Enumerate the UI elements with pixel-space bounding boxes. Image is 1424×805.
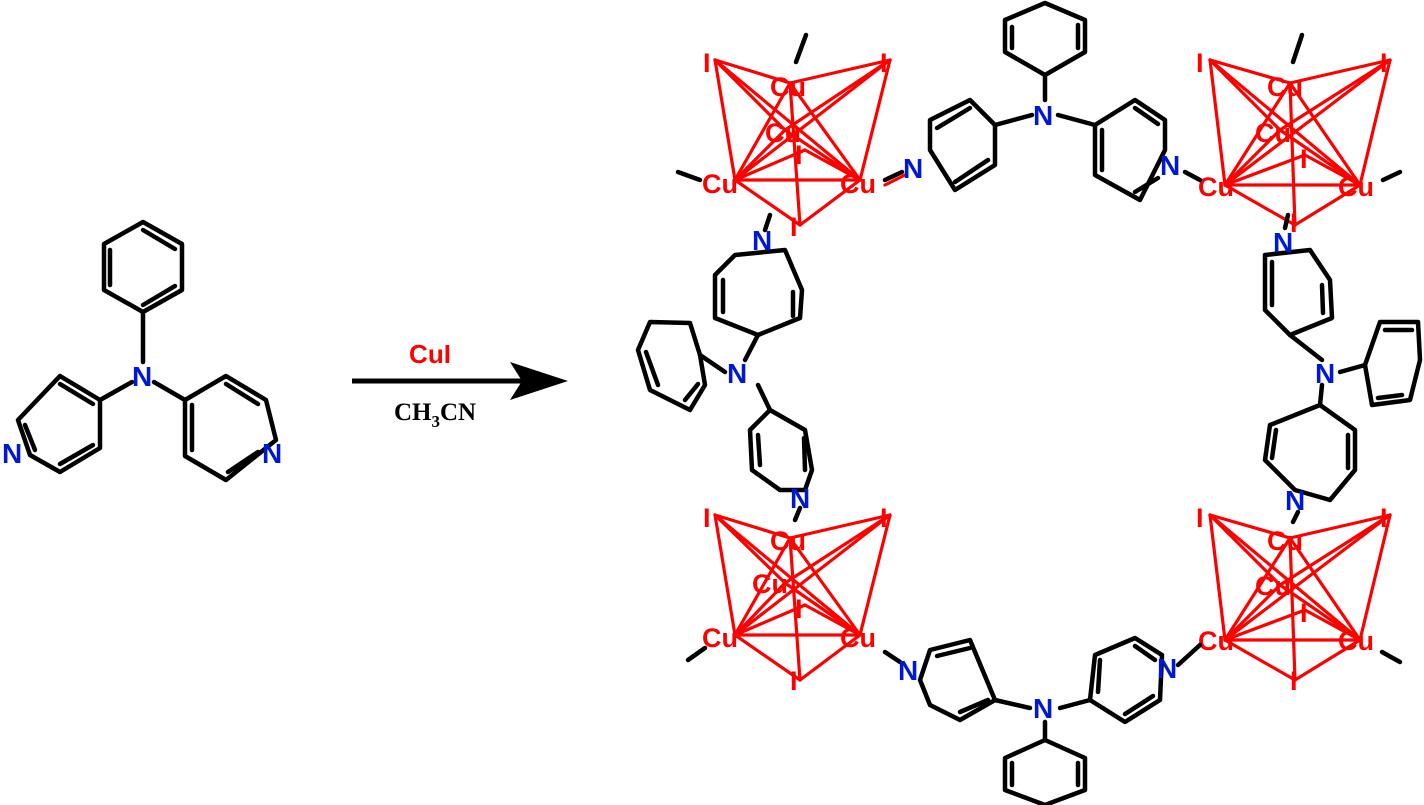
copper-atom-label: Cu xyxy=(752,569,788,599)
pyridine-nitrogen-right: N xyxy=(262,438,282,469)
copper-atom-label: Cu xyxy=(702,169,738,199)
nitrogen-atom-label: N xyxy=(898,655,918,686)
nitrogen-atom-label: N xyxy=(1315,358,1335,389)
nitrogen-atom-label: N xyxy=(727,358,747,389)
iodine-atom-label: I xyxy=(790,666,798,696)
copper-atom-label: Cu xyxy=(770,526,806,556)
reaction-arrow: CuI CH3CN xyxy=(352,339,568,431)
nitrogen-atom-label: N xyxy=(903,153,923,184)
cu4i4-cluster-bottom-left: I I I I Cu Cu Cu Cu xyxy=(685,503,892,696)
iodine-atom-label: I xyxy=(880,48,888,78)
bridging-ligand-right: N N N xyxy=(1262,212,1423,525)
iodine-atom-label: I xyxy=(1380,503,1388,533)
bridging-ligand-top: N N N xyxy=(883,0,1203,203)
iodine-atom-label: I xyxy=(795,594,803,624)
copper-atom-label: Cu xyxy=(1198,626,1234,656)
iodine-atom-label: I xyxy=(790,212,798,242)
product-macrocycle: I I I I Cu Cu Cu Cu I xyxy=(635,0,1423,805)
nitrogen-atom-label: N xyxy=(1273,227,1293,258)
bridging-ligand-left: N N N xyxy=(635,212,815,523)
pyridine-nitrogen-left: N xyxy=(2,438,22,469)
amine-nitrogen: N xyxy=(132,361,152,392)
iodine-atom-label: I xyxy=(1290,208,1298,238)
reactant-ligand: N N N xyxy=(2,219,282,483)
nitrogen-atom-label: N xyxy=(1285,485,1305,516)
nitrogen-atom-label: N xyxy=(752,225,772,256)
copper-atom-label: Cu xyxy=(765,118,801,148)
iodine-atom-label: I xyxy=(1196,503,1204,533)
iodine-atom-label: I xyxy=(703,503,711,533)
nitrogen-atom-label: N xyxy=(1160,150,1180,181)
nitrogen-atom-label: N xyxy=(1033,693,1053,724)
copper-atom-label: Cu xyxy=(1255,571,1291,601)
iodine-atom-label: I xyxy=(1196,48,1204,78)
copper-atom-label: Cu xyxy=(702,623,738,653)
bridging-ligand-bottom: N N N xyxy=(882,635,1203,805)
copper-atom-label: Cu xyxy=(840,623,876,653)
iodine-atom-label: I xyxy=(880,503,888,533)
cu4i4-cluster-top-left: I I I I Cu Cu Cu Cu xyxy=(675,32,905,242)
nitrogen-atom-label: N xyxy=(1157,653,1177,684)
copper-atom-label: Cu xyxy=(1267,72,1303,102)
copper-atom-label: Cu xyxy=(840,169,876,199)
copper-atom-label: Cu xyxy=(1338,626,1374,656)
copper-atom-label: Cu xyxy=(1255,118,1291,148)
iodine-atom-label: I xyxy=(703,48,711,78)
copper-atom-label: Cu xyxy=(1267,526,1303,556)
nitrogen-atom-label: N xyxy=(790,483,810,514)
solvent-label: CH3CN xyxy=(394,399,476,431)
copper-atom-label: Cu xyxy=(770,72,806,102)
copper-atom-label: Cu xyxy=(1338,172,1374,202)
solvent-part-2: CN xyxy=(440,399,476,426)
nitrogen-atom-label: N xyxy=(1033,100,1053,131)
solvent-part-1: 3 xyxy=(431,412,440,431)
cu4i4-cluster-top-right: I I I I Cu Cu Cu Cu xyxy=(1196,32,1403,238)
iodine-atom-label: I xyxy=(1380,48,1388,78)
iodine-atom-label: I xyxy=(795,140,803,170)
cu4i4-cluster-bottom-right: I I I I Cu Cu Cu Cu xyxy=(1196,503,1403,696)
solvent-part-0: CH xyxy=(394,399,432,426)
reagent-label: CuI xyxy=(409,339,451,369)
copper-atom-label: Cu xyxy=(1198,172,1234,202)
iodine-atom-label: I xyxy=(1300,144,1308,174)
iodine-atom-label: I xyxy=(1300,598,1308,628)
iodine-atom-label: I xyxy=(1290,666,1298,696)
